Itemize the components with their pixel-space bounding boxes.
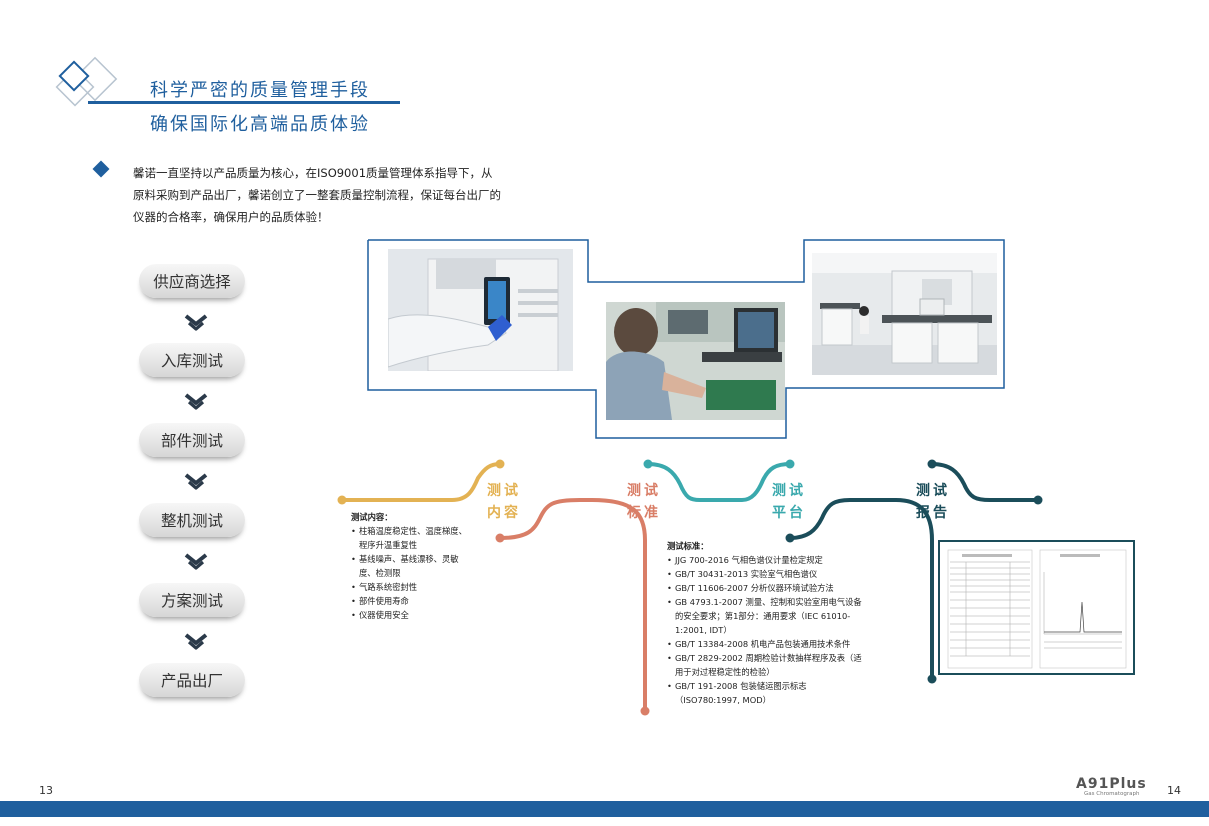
header-logo-icon (55, 56, 118, 107)
header-title-line1: 科学严密的质量管理手段 (150, 80, 370, 101)
chevron-down-icon (184, 473, 208, 490)
process-step: 入库测试 (139, 343, 245, 377)
list-item: GB/T 13384-2008 机电产品包装通用技术条件 (667, 637, 863, 651)
process-step: 产品出厂 (139, 663, 245, 697)
test-standards-heading: 测试标准： (667, 541, 709, 551)
list-item: 气路系统密封性 (351, 580, 469, 594)
brand-logo-text: A91Plus (1076, 776, 1147, 792)
photo-frame-outline (367, 239, 1005, 439)
path-label: 测试 标准 (627, 483, 661, 521)
test-content-heading: 测试内容： (351, 512, 393, 522)
photo-instrument-touchscreen (388, 249, 573, 371)
process-step: 部件测试 (139, 423, 245, 457)
path-label: 测试 平台 (772, 483, 806, 521)
list-item: 仪器使用安全 (351, 608, 469, 622)
path-label: 测试 报告 (916, 483, 950, 521)
header-underline (88, 101, 400, 104)
chevron-down-icon (184, 633, 208, 650)
page-number-right: 14 (1167, 784, 1181, 797)
header-title-line2: 确保国际化高端品质体验 (150, 114, 370, 135)
footer-bar (0, 801, 1209, 817)
list-item: GB 4793.1-2007 测量、控制和实验室用电气设备的安全要求；第1部分：… (667, 595, 863, 637)
test-standards-list: 测试标准： JJG 700-2016 气相色谱仪计量检定规定GB/T 30431… (667, 539, 863, 707)
chevron-down-icon (184, 553, 208, 570)
process-step: 方案测试 (139, 583, 245, 617)
path-label: 测试 内容 (487, 483, 521, 521)
list-item: GB/T 11606-2007 分析仪器环境试验方法 (667, 581, 863, 595)
list-item: 部件使用寿命 (351, 594, 469, 608)
intro-paragraph: 馨诺一直坚持以产品质量为核心，在ISO9001质量管理体系指导下，从原料采购到产… (133, 166, 501, 224)
chevron-down-icon (184, 393, 208, 410)
list-item: 基线噪声、基线漂移、灵敏度、检测限 (351, 552, 469, 580)
list-item: GB/T 2829-2002 周期检验计数抽样程序及表（适用于对过程稳定性的检验… (667, 651, 863, 679)
process-step: 供应商选择 (139, 264, 245, 298)
test-report-image (938, 540, 1135, 675)
list-item: GB/T 191-2008 包装储运图示标志（ISO780:1997, MOD） (667, 679, 863, 707)
page-number-left: 13 (39, 784, 53, 797)
chevron-down-icon (184, 314, 208, 331)
list-item: GB/T 30431-2013 实验室气相色谱仪 (667, 567, 863, 581)
process-step: 整机测试 (139, 503, 245, 537)
brand-subtitle: Gas Chromatograph (1084, 791, 1140, 797)
photo-electronics-testing (606, 302, 785, 420)
list-item: 柱箱温度稳定性、温度梯度、程序升温重复性 (351, 524, 469, 552)
photo-laboratory-room (812, 253, 997, 375)
test-content-list: 测试内容： 柱箱温度稳定性、温度梯度、程序升温重复性基线噪声、基线漂移、灵敏度、… (351, 510, 469, 622)
list-item: JJG 700-2016 气相色谱仪计量检定规定 (667, 553, 863, 567)
